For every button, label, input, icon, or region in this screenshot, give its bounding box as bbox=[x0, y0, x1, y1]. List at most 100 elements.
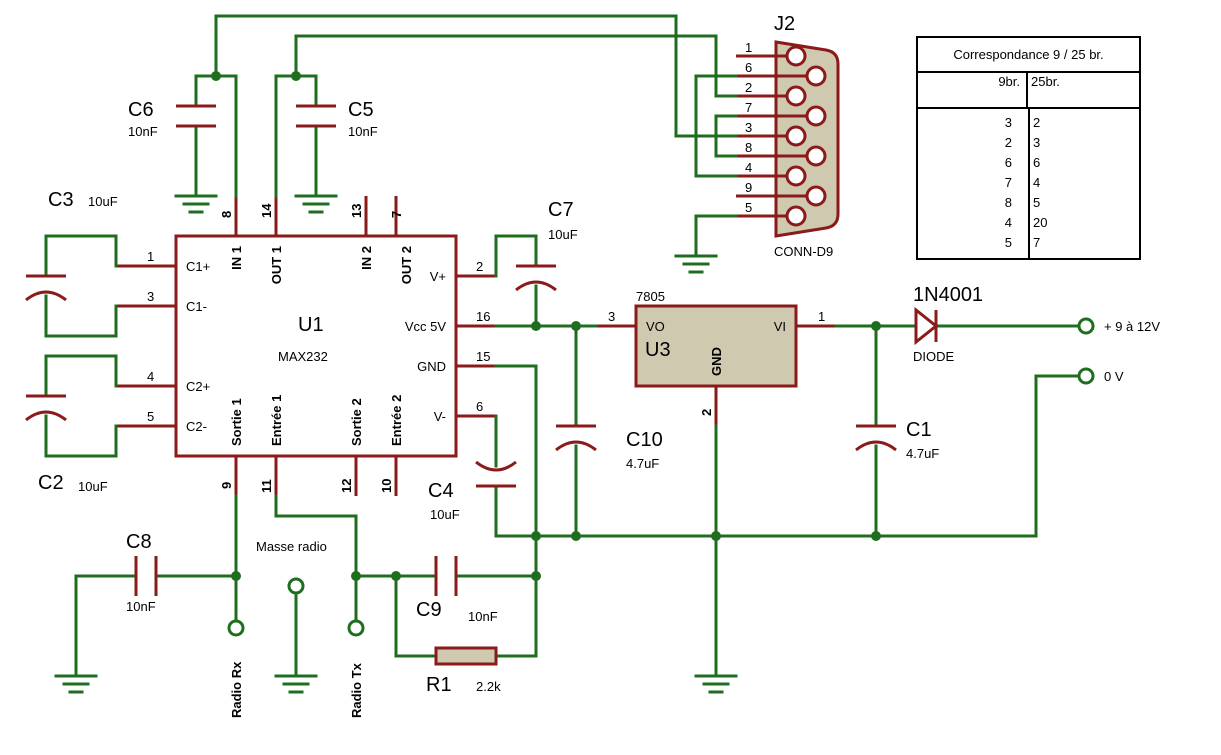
u1-gnd: GND bbox=[417, 359, 446, 374]
j2-pin: 9 bbox=[745, 180, 752, 195]
r1-body bbox=[434, 646, 498, 666]
r1-value: 2.2k bbox=[476, 679, 501, 694]
c1-ref: C1 bbox=[906, 419, 932, 441]
pin-num: 7 bbox=[389, 211, 404, 218]
u3-gnd: GND bbox=[709, 347, 724, 376]
u1-c2m: C2- bbox=[186, 419, 207, 434]
u3-vi: VI bbox=[774, 319, 786, 334]
j2-pin: 8 bbox=[745, 140, 752, 155]
u1-c1m: C1- bbox=[186, 299, 207, 314]
u3-vo: VO bbox=[646, 319, 665, 334]
pin-num: 13 bbox=[349, 204, 364, 218]
u1-vcc: Vcc 5V bbox=[405, 319, 447, 334]
j2-pin: 6 bbox=[745, 60, 752, 75]
pin-num: 12 bbox=[339, 479, 354, 493]
pin-num: 2 bbox=[476, 259, 483, 274]
diode-ref: 1N4001 bbox=[913, 284, 983, 306]
c4-value: 10uF bbox=[430, 507, 460, 522]
pin-num: 4 bbox=[147, 369, 154, 384]
c4-ref: C4 bbox=[428, 480, 454, 502]
pin-num: 3 bbox=[147, 289, 154, 304]
u1-entree2: Entrée 2 bbox=[389, 395, 404, 446]
c3-value: 10uF bbox=[88, 194, 118, 209]
c6-ref: C6 bbox=[128, 99, 154, 121]
r1-ref: R1 bbox=[426, 674, 452, 696]
j2-ref: J2 bbox=[774, 13, 795, 35]
pin-num: 10 bbox=[379, 479, 394, 493]
j2-pin: 5 bbox=[745, 200, 752, 215]
c9-ref: C9 bbox=[416, 599, 442, 621]
c1-value: 4.7uF bbox=[906, 446, 939, 461]
c5-ref: C5 bbox=[348, 99, 374, 121]
j2-pin: 2 bbox=[745, 80, 752, 95]
masse-radio-label: Masse radio bbox=[256, 539, 327, 554]
pin-num: 6 bbox=[476, 399, 483, 414]
u1-out2: OUT 2 bbox=[399, 246, 414, 284]
c5-value: 10nF bbox=[348, 124, 378, 139]
j2-pin: 1 bbox=[745, 40, 752, 55]
u1-in2: IN 2 bbox=[359, 246, 374, 270]
pin-num: 11 bbox=[259, 479, 274, 493]
u1-part: MAX232 bbox=[278, 349, 328, 364]
u1-ref: U1 bbox=[298, 314, 324, 336]
zero-label: 0 V bbox=[1104, 369, 1124, 384]
c7-ref: C7 bbox=[548, 199, 574, 221]
table-header-9br: 9br. bbox=[918, 73, 1028, 107]
u1-c1p: C1+ bbox=[186, 259, 210, 274]
c6-value: 10nF bbox=[128, 124, 158, 139]
c9-value: 10nF bbox=[468, 609, 498, 624]
u1-c2p: C2+ bbox=[186, 379, 210, 394]
radio-tx-label: Radio Tx bbox=[349, 662, 364, 718]
pin-num: 3 bbox=[608, 309, 615, 324]
diode-symbol bbox=[914, 306, 939, 346]
pin-num: 5 bbox=[147, 409, 154, 424]
table-header-25br: 25br. bbox=[1031, 74, 1060, 89]
c10-ref: C10 bbox=[626, 429, 663, 451]
j2-part: CONN-D9 bbox=[774, 244, 833, 259]
c10-value: 4.7uF bbox=[626, 456, 659, 471]
u1-in1: IN 1 bbox=[229, 246, 244, 270]
radio-rx-label: Radio Rx bbox=[229, 661, 244, 718]
u3-part: 7805 bbox=[636, 289, 665, 304]
c2-value: 10uF bbox=[78, 479, 108, 494]
c7-value: 10uF bbox=[548, 227, 578, 242]
u1-out1: OUT 1 bbox=[269, 246, 284, 284]
c2-ref: C2 bbox=[38, 472, 64, 494]
j2-pin: 3 bbox=[745, 120, 752, 135]
table-header-row: 9br. 25br. bbox=[918, 73, 1139, 109]
pin-num: 1 bbox=[147, 249, 154, 264]
pin-num: 16 bbox=[476, 309, 490, 324]
pin-num: 9 bbox=[219, 482, 234, 489]
c3-ref: C3 bbox=[48, 189, 74, 211]
pin-num: 14 bbox=[259, 203, 274, 218]
u1-sortie1: Sortie 1 bbox=[229, 398, 244, 446]
diode-type: DIODE bbox=[913, 349, 955, 364]
j2-pin: 7 bbox=[745, 100, 752, 115]
j2-pin: 4 bbox=[745, 160, 752, 175]
pin-num: 2 bbox=[699, 409, 714, 416]
pin-num: 8 bbox=[219, 211, 234, 218]
u1-vm: V- bbox=[434, 409, 446, 424]
u1-entree1: Entrée 1 bbox=[269, 395, 284, 446]
u1-sortie2: Sortie 2 bbox=[349, 398, 364, 446]
c8-value: 10nF bbox=[126, 599, 156, 614]
vin-label: + 9 à 12V bbox=[1104, 319, 1160, 334]
ground-symbols bbox=[54, 194, 738, 694]
u1-body bbox=[174, 234, 458, 458]
table-title: Correspondance 9 / 25 br. bbox=[918, 38, 1139, 73]
u1-vp: V+ bbox=[430, 269, 446, 284]
pin-num: 1 bbox=[818, 309, 825, 324]
pin-num: 15 bbox=[476, 349, 490, 364]
c8-ref: C8 bbox=[126, 531, 152, 553]
u3-ref: U3 bbox=[645, 339, 671, 361]
